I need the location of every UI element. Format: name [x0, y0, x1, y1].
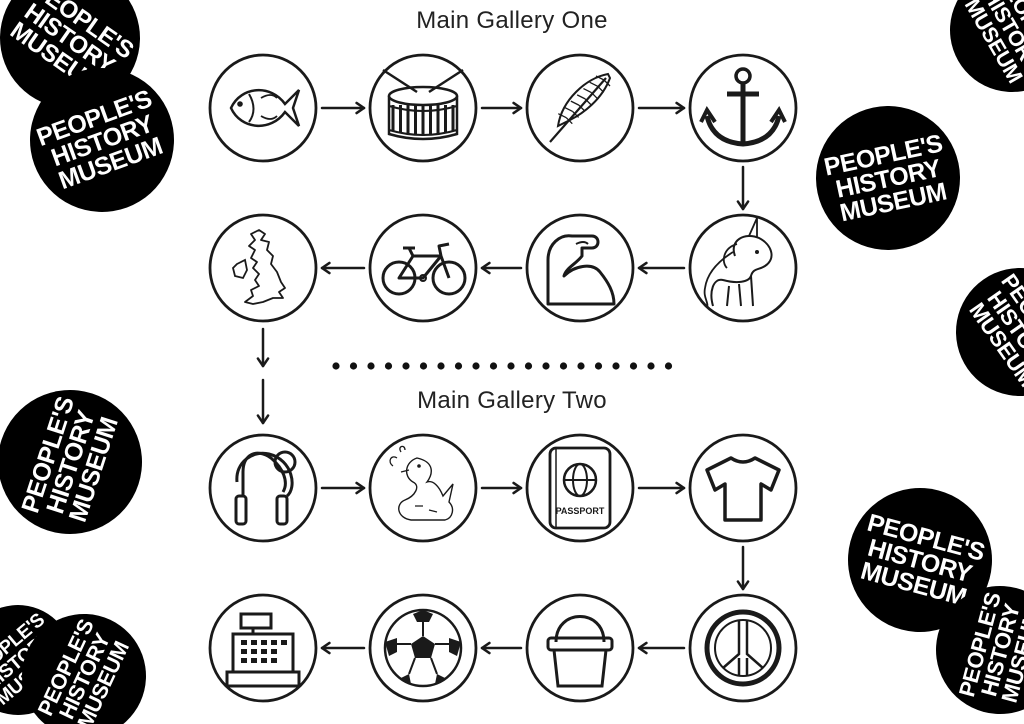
separator-dot	[489, 362, 498, 370]
stop-circle	[208, 593, 318, 703]
passport-label: PASSPORT	[556, 506, 605, 516]
arrow-layer	[256, 101, 750, 655]
separator-dot	[524, 362, 533, 370]
stop-circle	[688, 433, 798, 543]
football-icon	[383, 608, 463, 688]
gallery-stop	[368, 433, 478, 543]
gallery-stop	[525, 593, 635, 703]
separator-dot	[559, 362, 568, 370]
separator-dot	[647, 362, 655, 370]
gallery-stop: PASSPORT	[525, 433, 635, 543]
route-arrow	[637, 261, 686, 275]
stop-circle	[525, 593, 635, 703]
feather-icon	[549, 72, 612, 143]
anchor-icon	[699, 67, 787, 147]
route-arrow	[256, 327, 270, 368]
route-arrow	[480, 641, 523, 655]
skipping-rope-icon	[234, 450, 297, 526]
tshirt-icon	[705, 456, 781, 522]
fish-icon	[229, 88, 301, 128]
separator-dot	[577, 362, 585, 370]
route-arrow	[736, 165, 750, 211]
separator-dot	[507, 362, 515, 370]
dragon-icon	[389, 445, 454, 521]
gallery-stop	[208, 593, 318, 703]
gallery-stop	[368, 213, 478, 323]
britain-map-icon	[232, 229, 286, 305]
gallery-two-title: Main Gallery Two	[417, 387, 607, 414]
unicorn-icon	[703, 217, 773, 309]
route-arrow	[480, 261, 523, 275]
gallery-stop	[525, 213, 635, 323]
route-arrow	[320, 261, 366, 275]
separator-dot	[332, 362, 340, 370]
stop-circle	[208, 213, 318, 323]
gallery-stop	[368, 593, 478, 703]
drum-icon	[382, 68, 464, 141]
gallery-stop	[688, 213, 798, 323]
separator-dot	[384, 362, 393, 370]
stop-circle	[688, 213, 798, 323]
separator-dot	[594, 362, 603, 370]
stop-circle	[368, 433, 478, 543]
route-arrow	[320, 101, 366, 115]
gallery-one-title: Main Gallery One	[416, 7, 608, 34]
bicycle-icon	[381, 242, 467, 296]
gallery-stop	[368, 53, 478, 163]
separator-dot	[472, 362, 480, 370]
stop-circle	[208, 433, 318, 543]
stop-circle	[525, 433, 635, 543]
stop-circle	[208, 53, 318, 163]
separator-dot	[454, 362, 463, 370]
separator-dot	[402, 362, 410, 370]
gallery-stop	[688, 53, 798, 163]
peace-sign-icon	[704, 609, 782, 687]
route-arrow	[320, 481, 366, 495]
passport-icon: PASSPORT	[548, 446, 612, 530]
gallery-stop	[688, 433, 798, 543]
separator-dot	[542, 362, 550, 370]
cash-register-icon	[225, 612, 301, 688]
separator-dot	[629, 362, 638, 370]
bucket-icon	[546, 615, 614, 688]
gallery-stop	[208, 433, 318, 543]
route-arrow	[320, 641, 366, 655]
route-arrow	[480, 101, 523, 115]
flexed-arm-icon	[546, 234, 616, 306]
separator-dot	[419, 362, 428, 370]
separator-dot	[367, 362, 375, 370]
node-layer: PASSPORT	[208, 53, 798, 703]
gallery-stop	[208, 53, 318, 163]
gallery-stop	[208, 213, 318, 323]
route-arrow	[637, 641, 686, 655]
route-arrow	[480, 481, 523, 495]
gallery-stop	[688, 593, 798, 703]
route-arrow	[736, 545, 750, 591]
route-arrow	[637, 481, 686, 495]
gallery-stop	[525, 53, 635, 163]
route-arrow	[637, 101, 686, 115]
gallery-separator	[332, 362, 673, 370]
separator-dot	[349, 362, 358, 370]
route-arrow	[256, 378, 270, 425]
separator-dot	[612, 362, 620, 370]
separator-dot	[664, 362, 673, 370]
separator-dot	[437, 362, 445, 370]
